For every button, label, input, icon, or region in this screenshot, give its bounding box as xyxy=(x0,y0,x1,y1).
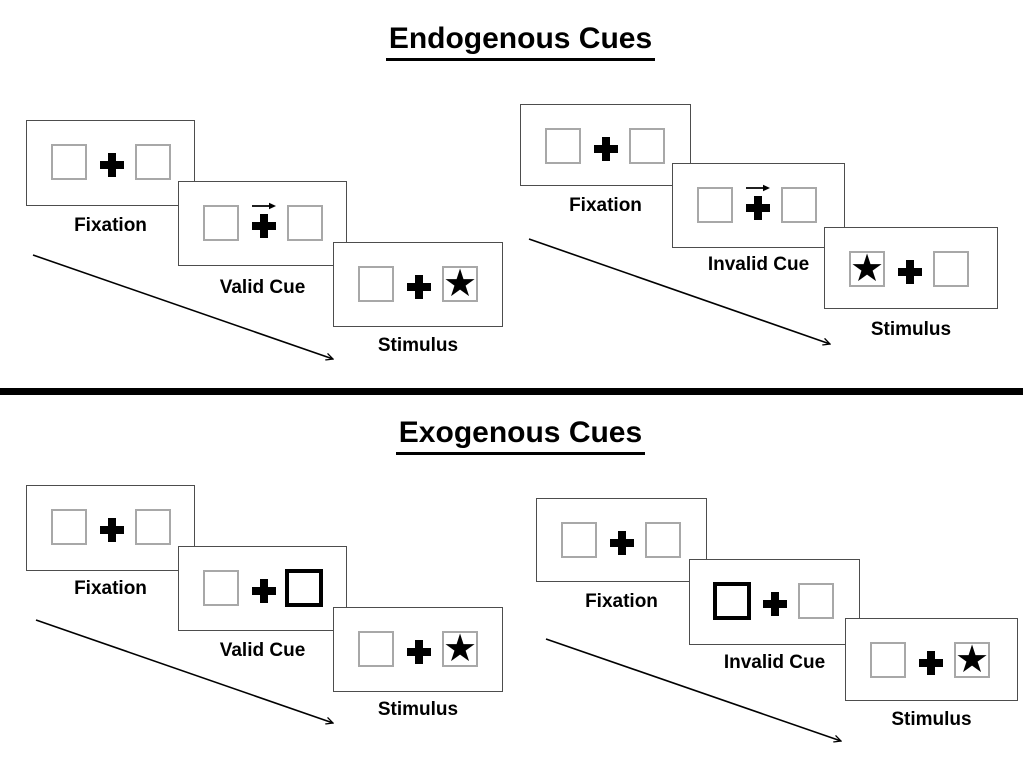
sequence-arrow-endogenous-valid xyxy=(32,254,333,359)
left-location-box xyxy=(561,522,597,558)
fixation-cross-icon xyxy=(100,153,124,177)
fixation-cross-icon xyxy=(919,651,943,675)
section-title-text: Exogenous Cues xyxy=(395,416,646,455)
left-location-box: ★ xyxy=(849,246,885,290)
fixation-cross-icon xyxy=(252,579,276,603)
target-star-icon: ★ xyxy=(442,626,478,670)
target-star-icon: ★ xyxy=(442,261,478,305)
fixation-cross-icon xyxy=(407,275,431,299)
left-location-box xyxy=(697,187,733,223)
step-label-stimulus: Stimulus xyxy=(377,699,459,720)
right-location-box xyxy=(135,144,171,180)
right-location-box xyxy=(135,509,171,545)
left-location-box xyxy=(51,144,87,180)
fixation-cross-icon xyxy=(898,260,922,284)
cue-highlight-box xyxy=(285,569,323,607)
section-title-endogenous: Endogenous Cues xyxy=(0,22,1023,61)
step-label-cue: Invalid Cue xyxy=(723,652,826,673)
section-title-exogenous: Exogenous Cues xyxy=(0,416,1023,455)
step-label-cue: Valid Cue xyxy=(219,277,306,298)
step-label-fixation: Fixation xyxy=(74,578,147,599)
right-location-box: ★ xyxy=(442,261,478,305)
trial-card-fixation xyxy=(520,104,691,186)
sequence-arrow-exogenous-valid xyxy=(35,619,333,723)
cue-highlight-box xyxy=(713,582,751,620)
left-location-box xyxy=(51,509,87,545)
right-location-box xyxy=(798,583,834,619)
trial-card-stimulus: ★ xyxy=(333,242,503,327)
right-location-box xyxy=(645,522,681,558)
trial-card-stimulus: ★ xyxy=(824,227,998,309)
right-location-box xyxy=(287,205,323,241)
right-location-box xyxy=(629,128,665,164)
right-location-box xyxy=(933,251,969,287)
trial-card-valid-cue xyxy=(178,181,347,266)
step-label-cue: Valid Cue xyxy=(219,640,306,661)
left-location-box xyxy=(358,631,394,667)
fixation-cross-icon xyxy=(594,137,618,161)
left-location-box xyxy=(545,128,581,164)
step-label-cue: Invalid Cue xyxy=(707,254,810,275)
target-star-icon: ★ xyxy=(954,637,990,681)
trial-card-fixation xyxy=(26,485,195,571)
step-label-fixation: Fixation xyxy=(585,591,658,612)
trial-card-fixation xyxy=(536,498,707,582)
left-location-box xyxy=(203,205,239,241)
right-location-box xyxy=(781,187,817,223)
trial-card-stimulus: ★ xyxy=(333,607,503,692)
step-label-fixation: Fixation xyxy=(569,195,642,216)
trial-card-valid-cue xyxy=(178,546,347,631)
fixation-cross-icon xyxy=(252,214,276,238)
section-title-text: Endogenous Cues xyxy=(385,22,656,61)
left-location-box xyxy=(203,570,239,606)
trial-card-invalid-cue xyxy=(689,559,860,645)
step-label-fixation: Fixation xyxy=(74,215,147,236)
cue-arrow-right-icon xyxy=(252,202,276,210)
fixation-cross-icon xyxy=(100,518,124,542)
step-label-stimulus: Stimulus xyxy=(891,709,972,730)
left-location-box xyxy=(870,642,906,678)
fixation-cross-icon xyxy=(763,592,787,616)
section-divider xyxy=(0,388,1023,395)
fixation-cross-icon xyxy=(746,196,770,220)
step-label-stimulus: Stimulus xyxy=(870,319,952,340)
right-location-box: ★ xyxy=(442,626,478,670)
trial-card-stimulus: ★ xyxy=(845,618,1018,701)
left-location-box xyxy=(358,266,394,302)
fixation-cross-icon xyxy=(407,640,431,664)
fixation-cross-icon xyxy=(610,531,634,555)
right-location-box: ★ xyxy=(954,637,990,681)
cue-arrow-right-icon xyxy=(746,184,770,192)
trial-card-invalid-cue xyxy=(672,163,845,248)
target-star-icon: ★ xyxy=(849,246,885,290)
step-label-stimulus: Stimulus xyxy=(377,335,459,356)
trial-card-fixation xyxy=(26,120,195,206)
